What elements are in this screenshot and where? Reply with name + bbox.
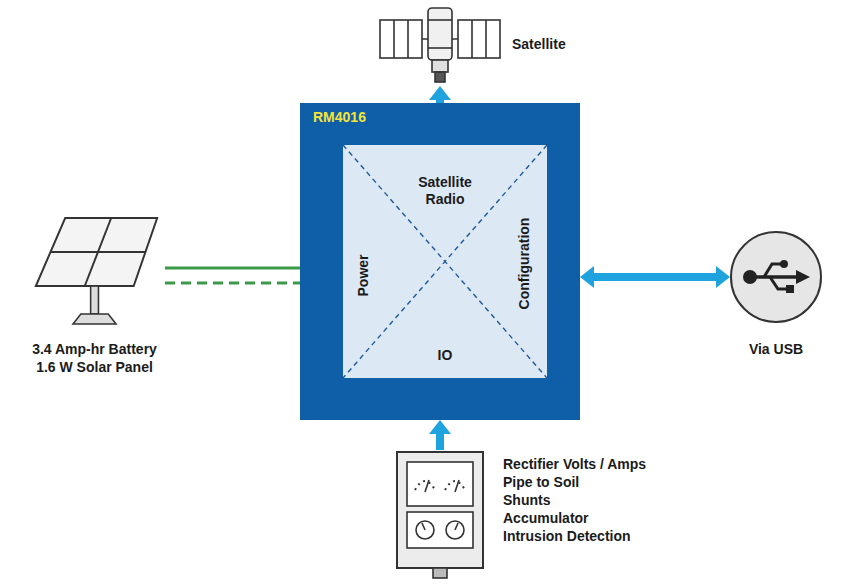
connector-line [593,273,717,281]
label-text: Rectifier Volts / Amps [503,456,646,473]
label-text: 1.6 W Solar Panel [36,359,153,376]
label-text: IO [438,347,453,364]
test-station-icon [395,450,485,580]
satellite-radio-region: Satellite Radio [395,172,495,210]
usb-node: Via USB [730,231,822,323]
arrow-head [429,86,451,100]
rm4016-inner-panel [300,103,580,420]
label-text: Configuration [516,217,533,309]
power-region: Power [352,252,373,298]
label-text: Shunts [503,492,550,509]
label-text: Via USB [749,341,803,358]
arrow-head [429,420,451,434]
label-text: Satellite Radio [397,174,493,208]
label-text: Intrusion Detection [503,528,631,545]
controller-box: RM4016Satellite RadioConfigurationIO Powe… [300,103,580,420]
usb-icon [730,231,822,323]
label-text: Accumulator [503,510,589,527]
connector [429,420,451,450]
arrow-head [580,266,594,288]
solar-power-node: 3.4 Amp-hr Battery1.6 W Solar Panel [28,214,165,326]
configuration-region: Configuration [514,215,535,311]
label-text: Power [354,254,371,296]
satellite-node: Satellite [378,6,502,86]
label-text: Pipe to Soil [503,474,579,491]
io-region: IO [436,345,455,366]
arrow-head [716,266,730,288]
solar-panel-icon [28,214,165,326]
connector [429,86,451,103]
connector [580,266,730,288]
label-text: Satellite [512,36,566,53]
connector-line [436,433,444,450]
label-text: 3.4 Amp-hr Battery [32,341,157,358]
label-text: RM4016 [313,109,366,126]
test-station-node: Rectifier Volts / AmpsPipe to SoilShunts… [395,450,485,580]
satellite-icon [378,6,502,86]
